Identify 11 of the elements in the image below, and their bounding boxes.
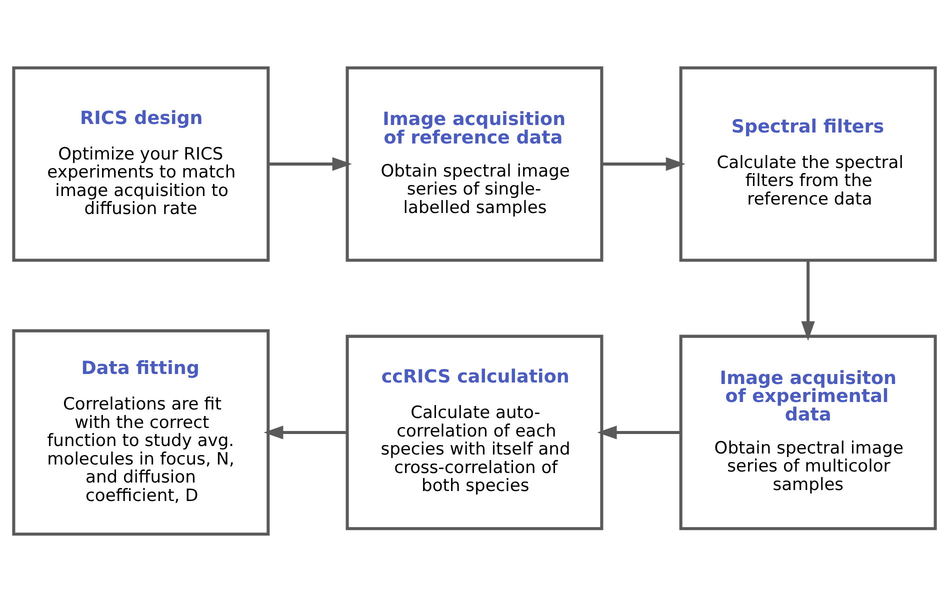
arrow [801,260,815,340]
arrow [264,425,348,439]
node-box: ccRICS calculation Calculate auto-correlation of each species with itself and cross-correlation of both species [346,334,604,530]
arrow [602,156,686,170]
node-box: Image acquisiton of experimental data Obtain spectral image series of multicolor samples [679,334,937,530]
node-box: RICS design Optimize your RICS experiments to match image acquisition to diffusion rate [12,66,270,262]
arrow [268,156,352,170]
node-box: Image acquisition of reference data Obtain spectral image series of single-labelled samples [346,66,604,262]
node-box: Spectral filters Calculate the spectral filters from the reference data [679,66,937,262]
node-box: Data fitting Correlations are fit with the correct function to study avg. molecules in focus, N, and diffusion coefficient, D [12,328,270,536]
arrow [597,425,681,439]
